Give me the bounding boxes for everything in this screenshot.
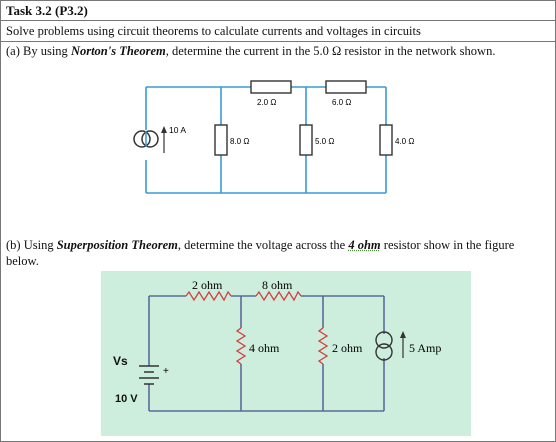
label-top-2ohm: 2 ohm: [192, 278, 223, 292]
task-title-row: Task 3.2 (P3.2): [1, 1, 555, 21]
label-2ohm: 2.0 Ω: [257, 98, 276, 107]
current-arrow-icon: [161, 126, 167, 153]
source-label: 10 A: [169, 125, 186, 135]
qb-suffix: resistor show in the figure below.: [6, 238, 515, 268]
resistor-4ohm: [379, 124, 393, 156]
qb-target: 4 ohm: [348, 238, 381, 252]
resistor-2ohm: [250, 80, 292, 94]
objective-text: Solve problems using circuit theorems to…: [6, 24, 421, 38]
label-5amp: 5 Amp: [409, 341, 441, 355]
qb-middle: , determine the voltage across the: [177, 238, 349, 252]
vs-value: 10 V: [115, 393, 138, 405]
resistor-4ohm-b: [235, 327, 247, 365]
label-4ohm: 4.0 Ω: [395, 137, 414, 146]
objective-row: Solve problems using circuit theorems to…: [1, 21, 555, 42]
resistor-6ohm: [325, 80, 367, 94]
label-mid-2ohm: 2 ohm: [332, 341, 363, 355]
qa-suffix: , determine the current in the 5.0 Ω res…: [165, 44, 496, 58]
question-a: (a) By using Norton's Theorem, determine…: [6, 43, 495, 59]
vs-label: Vs: [113, 354, 128, 368]
norton-circuit-diagram: 10 A 2.0 Ω 6.0 Ω 8.0 Ω 5.0 Ω 4.0 Ω: [133, 80, 414, 194]
circuit-panel: [101, 271, 471, 436]
resistor-top-8ohm: [255, 290, 302, 302]
qb-prefix: (b) Using: [6, 238, 57, 252]
qa-theorem: Norton's Theorem: [70, 44, 166, 58]
resistor-top-2ohm: [185, 290, 232, 302]
superposition-circuit-diagram: 2 ohm 8 ohm 4 ohm 2 ohm 5 Amp +: [101, 271, 471, 436]
question-b: (b) Using Superposition Theorem, determi…: [6, 237, 546, 269]
label-mid-4ohm: 4 ohm: [249, 341, 280, 355]
label-6ohm: 6.0 Ω: [332, 98, 351, 107]
qb-theorem: Superposition Theorem: [56, 238, 178, 252]
task-title: Task 3.2 (P3.2): [6, 3, 88, 18]
current-arrow-b-icon: [400, 331, 406, 358]
label-8ohm: 8.0 Ω: [230, 137, 249, 146]
resistor-5ohm: [299, 124, 313, 156]
label-plus: +: [163, 366, 169, 377]
battery-icon: [139, 365, 159, 385]
resistor-8ohm: [214, 124, 228, 156]
current-source-b-icon: [375, 331, 393, 361]
label-5ohm: 5.0 Ω: [315, 137, 334, 146]
label-top-8ohm: 8 ohm: [262, 278, 293, 292]
qa-prefix: (a) By using: [6, 44, 71, 58]
current-source-icon: [133, 130, 159, 148]
resistor-2ohm-b: [317, 327, 329, 365]
